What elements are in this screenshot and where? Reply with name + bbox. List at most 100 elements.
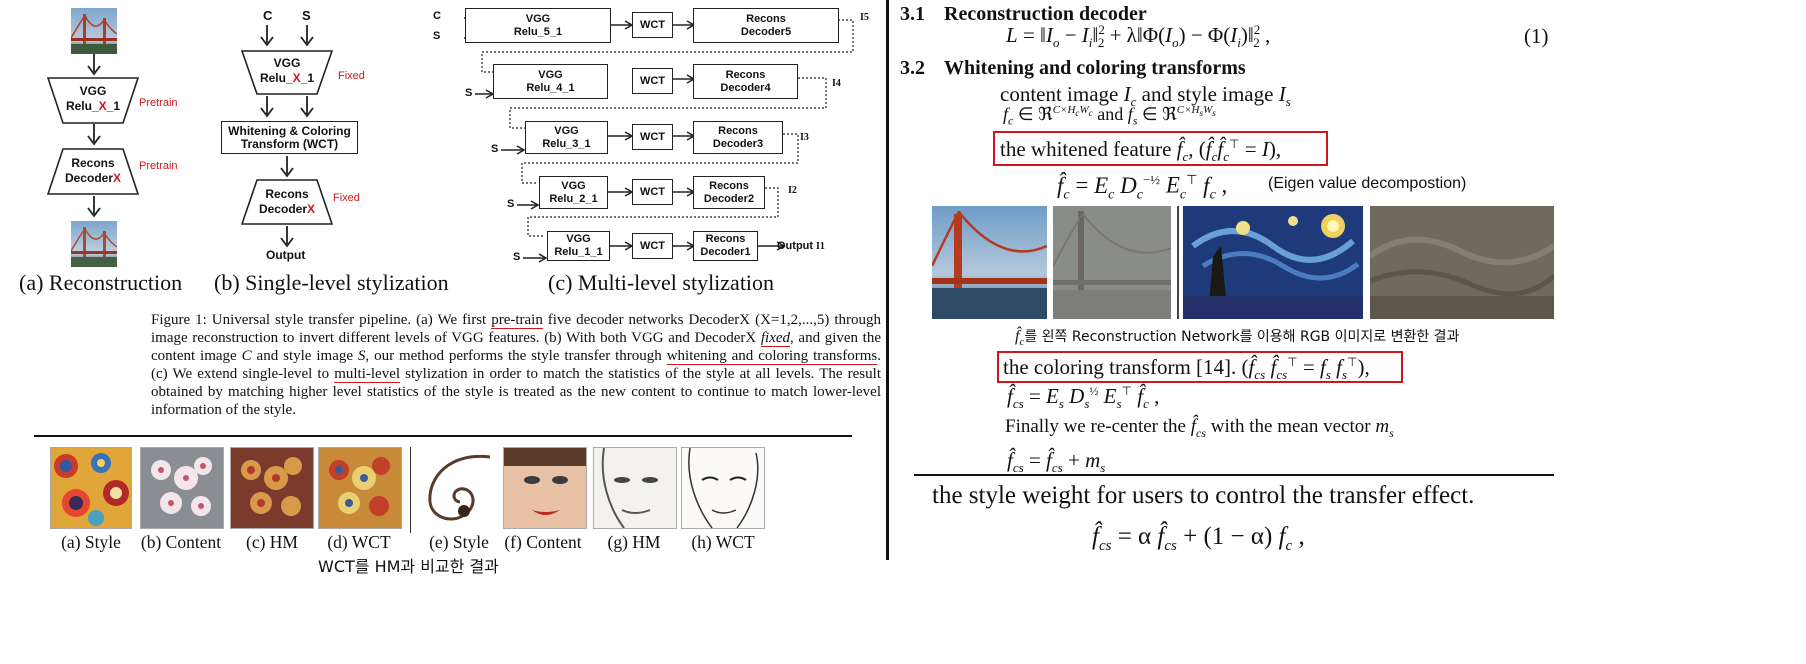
label-wct-h: (h) WCT [691,532,755,552]
output-label: Output [266,248,306,262]
style-weight-equation: f̂cs = α f̂cs + (1 − α) fc , [1092,523,1305,554]
label-wct-d: (d) WCT [327,532,391,552]
recons-decoder-block [241,179,333,225]
decoder-label: DecoderX [64,171,122,185]
vgg-label: VGG [273,56,301,70]
underline-multilevel: multi-level [334,366,401,383]
right-divider [914,474,1554,476]
wct-stylized-image [1370,206,1554,319]
arrow-down-icon [87,124,101,146]
comparison-separator [410,447,411,533]
section-3-2-number: 3.2 [900,57,925,79]
section-3-1-number: 3.1 [900,3,925,25]
wct-result-h [681,447,765,529]
recons-label: Recons [265,187,309,201]
recenter-line: Finally we re-center the f̂cs with the m… [1005,416,1394,440]
korean-note-line: f̂c를 왼쪽 Reconstruction Network를 이용해 RGB … [1015,328,1460,349]
vertical-divider [886,0,889,560]
equation-1: L = ‖Io − Ii‖22 + λ‖Φ(Io) − Φ(Ii)‖22 , [1006,22,1271,51]
wct-block: WCT [632,68,673,94]
comparison-korean-caption: WCT를 HM과 비교한 결과 [318,557,499,576]
output-i2-label: I2 [788,185,797,196]
arrow-down-icon [300,96,314,118]
arrow-down-icon [300,25,314,47]
section-3-2-title: Whitening and coloring transforms [944,57,1246,79]
output-i1-label: I1 [816,241,825,252]
coloring-transform-highlight [997,351,1403,383]
wct-block-line2: Transform (WCT) [240,136,339,151]
vgg-encoder-block [47,77,139,124]
style-input-label: S [513,251,521,263]
whitened-feature-highlight [993,131,1328,166]
wct-block: WCT [632,233,673,259]
arrow-down-icon [260,25,274,47]
section-divider [34,435,852,437]
wct-result-d [318,447,402,529]
label-style-a: (a) Style [61,532,121,552]
caption-c: (c) Multi-level stylization [548,270,775,295]
label-content-f: (f) Content [504,532,582,552]
output-i5-label: I5 [860,12,869,23]
section-3-1-title: Reconstruction decoder [944,3,1147,25]
underline-pretrain: pre-train [491,312,543,329]
wct-block-line1: Whitening & Coloring [228,123,351,138]
bridge-input-image [71,8,117,54]
vgg-label: VGG [79,84,107,98]
style-image-a [50,447,132,529]
golden-gate-content-image [932,206,1047,319]
whitened-feature-image [1053,206,1171,319]
content-image-f [503,447,587,529]
arrow-down-icon [280,156,294,178]
wct-block: Whitening & Coloring Transform (WCT) [221,121,358,154]
vgg-layer-label: Relu_X_1 [65,99,121,113]
hm-result-c [230,447,314,529]
coloring-equation: f̂cs = Es Ds½ Es⊤ f̂c , [1007,384,1160,412]
vgg-encoder-block [241,50,333,95]
fixed-tag: Fixed [333,192,360,204]
fixed-tag: Fixed [338,70,365,82]
decoder-label: DecoderX [258,202,316,216]
label-hm-g: (g) HM [607,532,661,552]
output-label: Output [777,240,814,252]
hm-result-g [593,447,677,529]
content-input-label: C [433,10,441,22]
underline-fixed: fixed [760,330,791,347]
feature-domain-line: fc ∈ ℜC×HcWc and fs ∈ ℜC×HsWs [1003,104,1216,128]
pretrain-tag: Pretrain [139,97,178,109]
style-input-label: S [465,87,473,99]
style-input-label: S [433,30,441,42]
label-style-e: (e) Style [429,532,489,552]
content-image-b [140,447,224,529]
whitening-equation: f̂c = Ec Dc−½ Ec⊤ fc , [1057,172,1228,203]
label-content-b: (b) Content [140,532,222,552]
style-input-label: S [491,143,499,155]
caption-a: (a) Reconstruction [19,270,183,295]
coloring-transform-line: the coloring transform [14]. (f̂cs f̂cs⊤… [1003,355,1370,383]
style-weight-line: the style weight for users to control th… [932,482,1475,509]
equation-1-number: (1) [1524,24,1549,48]
content-style-line: content image Ic and style image Is [1000,82,1291,110]
arrow-down-icon [260,96,274,118]
wct-block: WCT [632,12,673,38]
wct-block: WCT [632,179,673,205]
starry-night-style-image [1183,206,1363,319]
whitened-feature-line: the whitened feature f̂c, (f̂cf̂c⊤ = I), [1000,137,1282,165]
label-hm-c: (c) HM [246,532,298,552]
pretrain-tag: Pretrain [139,160,178,172]
output-i4-label: I4 [832,78,841,89]
recenter-equation: f̂cs = f̂cs + ms [1007,448,1106,476]
output-i3-label: I3 [800,132,809,143]
arrow-down-icon [87,196,101,218]
caption-b: (b) Single-level stylization [214,270,449,295]
wct-block: WCT [632,124,673,150]
style-input-label: S [302,8,311,23]
vgg-layer-label: Relu_X_1 [259,71,315,85]
